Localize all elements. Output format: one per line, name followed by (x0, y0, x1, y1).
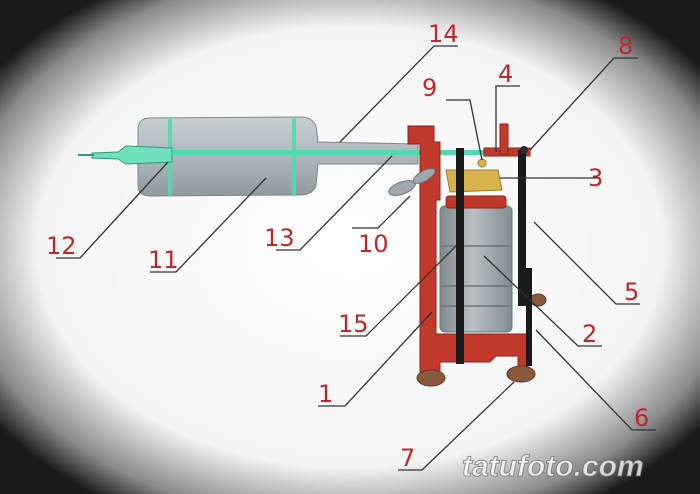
armature-post (499, 123, 509, 155)
leader-4 (495, 85, 520, 152)
tube-tip (91, 145, 173, 165)
leader-2 (483, 255, 602, 347)
grip-ring-right (292, 117, 296, 195)
label-15: 15 (338, 310, 369, 338)
label-14: 14 (428, 20, 459, 48)
leader-15 (340, 245, 457, 337)
watermark: tatufoto.com (462, 450, 644, 483)
leader-6 (535, 329, 656, 431)
leader-9 (446, 99, 483, 161)
leader-1 (318, 311, 433, 407)
grip-body (137, 116, 419, 197)
label-4: 4 (498, 60, 513, 88)
rubber-foot-back (529, 293, 547, 307)
leader-10 (352, 195, 411, 229)
leader-13 (276, 155, 393, 251)
label-7: 7 (400, 444, 415, 472)
contact-point (477, 158, 487, 168)
label-1: 1 (318, 380, 333, 408)
spring-top-screw (520, 146, 528, 154)
leader-11 (150, 177, 267, 273)
leader-12 (56, 161, 169, 259)
coil-cap (445, 195, 507, 209)
spring-lower (526, 268, 532, 366)
needle-bar (172, 150, 522, 155)
leader-lines (56, 45, 656, 471)
leader-14 (339, 45, 458, 143)
label-8: 8 (618, 32, 633, 60)
leader-8 (529, 57, 638, 151)
front-spring (456, 148, 464, 364)
leader-7 (398, 381, 515, 471)
label-6: 6 (634, 404, 649, 432)
label-9: 9 (422, 74, 437, 102)
rubber-foot-left (416, 369, 446, 387)
contact-screw-block (445, 169, 503, 193)
label-10: 10 (358, 230, 389, 258)
leader-5 (533, 221, 640, 305)
label-3: 3 (588, 164, 603, 192)
label-13: 13 (264, 224, 295, 252)
label-2: 2 (582, 320, 597, 348)
rubber-foot-right (506, 365, 536, 383)
label-5: 5 (624, 278, 639, 306)
label-11: 11 (148, 246, 179, 274)
coil-block (439, 205, 513, 333)
back-spring (518, 150, 526, 306)
binding-post-2 (412, 168, 436, 184)
label-12: 12 (46, 232, 77, 260)
